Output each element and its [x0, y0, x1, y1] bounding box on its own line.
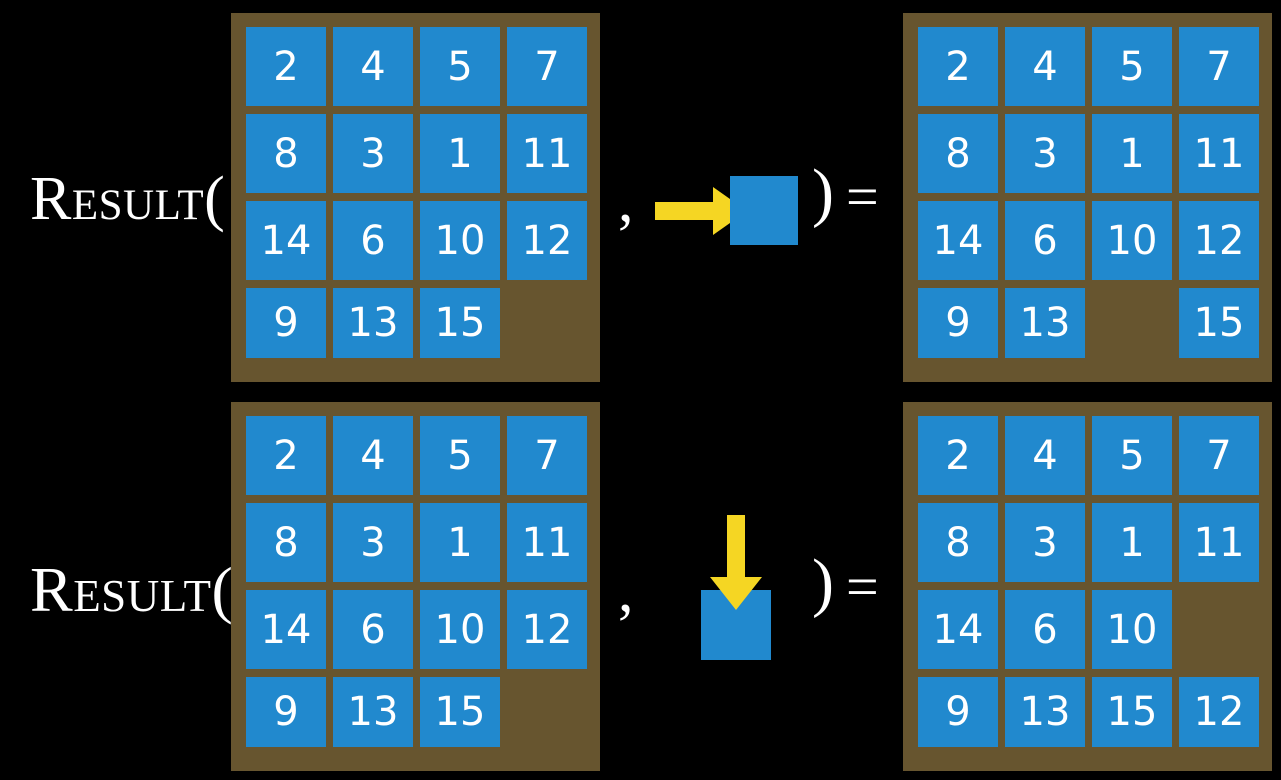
- tile[interactable]: 11: [507, 114, 587, 193]
- comma-separator: ,: [618, 557, 634, 625]
- tile[interactable]: 6: [333, 590, 413, 669]
- input-puzzle-row2: 2 4 5 7 8 3 1 11 14 6 10 12 9 13 15: [231, 402, 600, 771]
- output-puzzle-row2: 2 4 5 7 8 3 1 11 14 6 10 9 13 15 12: [903, 402, 1272, 771]
- result-function-label-row1: Result(: [30, 165, 226, 233]
- tile[interactable]: 2: [918, 27, 998, 106]
- tile[interactable]: 6: [1005, 590, 1085, 669]
- tile[interactable]: 6: [1005, 201, 1085, 280]
- tile[interactable]: 1: [1092, 503, 1172, 582]
- tile[interactable]: 10: [1092, 590, 1172, 669]
- tile[interactable]: 2: [246, 27, 326, 106]
- tile[interactable]: 4: [1005, 27, 1085, 106]
- output-puzzle-row1: 2 4 5 7 8 3 1 11 14 6 10 12 9 13 15: [903, 13, 1272, 382]
- empty-tile: [1179, 590, 1259, 669]
- tile[interactable]: 10: [1092, 201, 1172, 280]
- tile[interactable]: 13: [1005, 288, 1085, 358]
- empty-tile: [507, 288, 587, 358]
- tile[interactable]: 1: [420, 503, 500, 582]
- tile[interactable]: 3: [1005, 503, 1085, 582]
- tile[interactable]: 3: [333, 114, 413, 193]
- tile[interactable]: 5: [420, 416, 500, 495]
- tile[interactable]: 3: [1005, 114, 1085, 193]
- tile[interactable]: 15: [1179, 288, 1259, 358]
- tile[interactable]: 3: [333, 503, 413, 582]
- tile[interactable]: 12: [507, 590, 587, 669]
- tile[interactable]: 13: [1005, 677, 1085, 747]
- tile[interactable]: 10: [420, 201, 500, 280]
- tile[interactable]: 6: [333, 201, 413, 280]
- tile[interactable]: 11: [1179, 114, 1259, 193]
- tile[interactable]: 9: [246, 288, 326, 358]
- tile[interactable]: 9: [918, 288, 998, 358]
- tile[interactable]: 5: [1092, 416, 1172, 495]
- empty-tile: [1092, 288, 1172, 358]
- tile[interactable]: 1: [420, 114, 500, 193]
- tile[interactable]: 5: [1092, 27, 1172, 106]
- slide-down-arrow-icon: [710, 515, 762, 610]
- puzzle-grid: 2 4 5 7 8 3 1 11 14 6 10 12 9 13 15: [246, 27, 587, 372]
- tile[interactable]: 12: [1179, 201, 1259, 280]
- tile[interactable]: 2: [246, 416, 326, 495]
- tile[interactable]: 11: [1179, 503, 1259, 582]
- tile[interactable]: 12: [507, 201, 587, 280]
- tile[interactable]: 12: [1179, 677, 1259, 747]
- tile[interactable]: 8: [918, 114, 998, 193]
- equals-sign: =: [846, 554, 879, 619]
- tile[interactable]: 4: [333, 416, 413, 495]
- tile[interactable]: 14: [246, 590, 326, 669]
- tile[interactable]: 8: [918, 503, 998, 582]
- tile[interactable]: 8: [246, 503, 326, 582]
- empty-tile: [507, 677, 587, 747]
- input-puzzle-row1: 2 4 5 7 8 3 1 11 14 6 10 12 9 13 15: [231, 13, 600, 382]
- tile[interactable]: 10: [420, 590, 500, 669]
- tile[interactable]: 5: [420, 27, 500, 106]
- result-function-label-row2: Result(: [30, 554, 234, 625]
- tile[interactable]: 7: [507, 27, 587, 106]
- tile[interactable]: 14: [918, 201, 998, 280]
- move-target-tile-row1: [730, 176, 798, 245]
- tile[interactable]: 7: [1179, 27, 1259, 106]
- tile[interactable]: 1: [1092, 114, 1172, 193]
- tile[interactable]: 9: [246, 677, 326, 747]
- tile[interactable]: 4: [1005, 416, 1085, 495]
- equals-sign: =: [846, 164, 879, 229]
- puzzle-grid: 2 4 5 7 8 3 1 11 14 6 10 12 9 13 15: [918, 27, 1259, 372]
- close-paren: ): [812, 156, 834, 229]
- slide-right-arrow-icon: [655, 187, 747, 235]
- tile[interactable]: 14: [918, 590, 998, 669]
- tile[interactable]: 9: [918, 677, 998, 747]
- close-paren: ): [812, 546, 834, 619]
- tile[interactable]: 13: [333, 677, 413, 747]
- tile[interactable]: 15: [1092, 677, 1172, 747]
- tile[interactable]: 7: [1179, 416, 1259, 495]
- comma-separator: ,: [618, 167, 634, 235]
- tile[interactable]: 14: [246, 201, 326, 280]
- puzzle-grid: 2 4 5 7 8 3 1 11 14 6 10 9 13 15 12: [918, 416, 1259, 761]
- tile[interactable]: 15: [420, 288, 500, 358]
- tile[interactable]: 11: [507, 503, 587, 582]
- puzzle-grid: 2 4 5 7 8 3 1 11 14 6 10 12 9 13 15: [246, 416, 587, 761]
- tile[interactable]: 2: [918, 416, 998, 495]
- tile[interactable]: 8: [246, 114, 326, 193]
- tile[interactable]: 7: [507, 416, 587, 495]
- tile[interactable]: 4: [333, 27, 413, 106]
- tile[interactable]: 13: [333, 288, 413, 358]
- tile[interactable]: 15: [420, 677, 500, 747]
